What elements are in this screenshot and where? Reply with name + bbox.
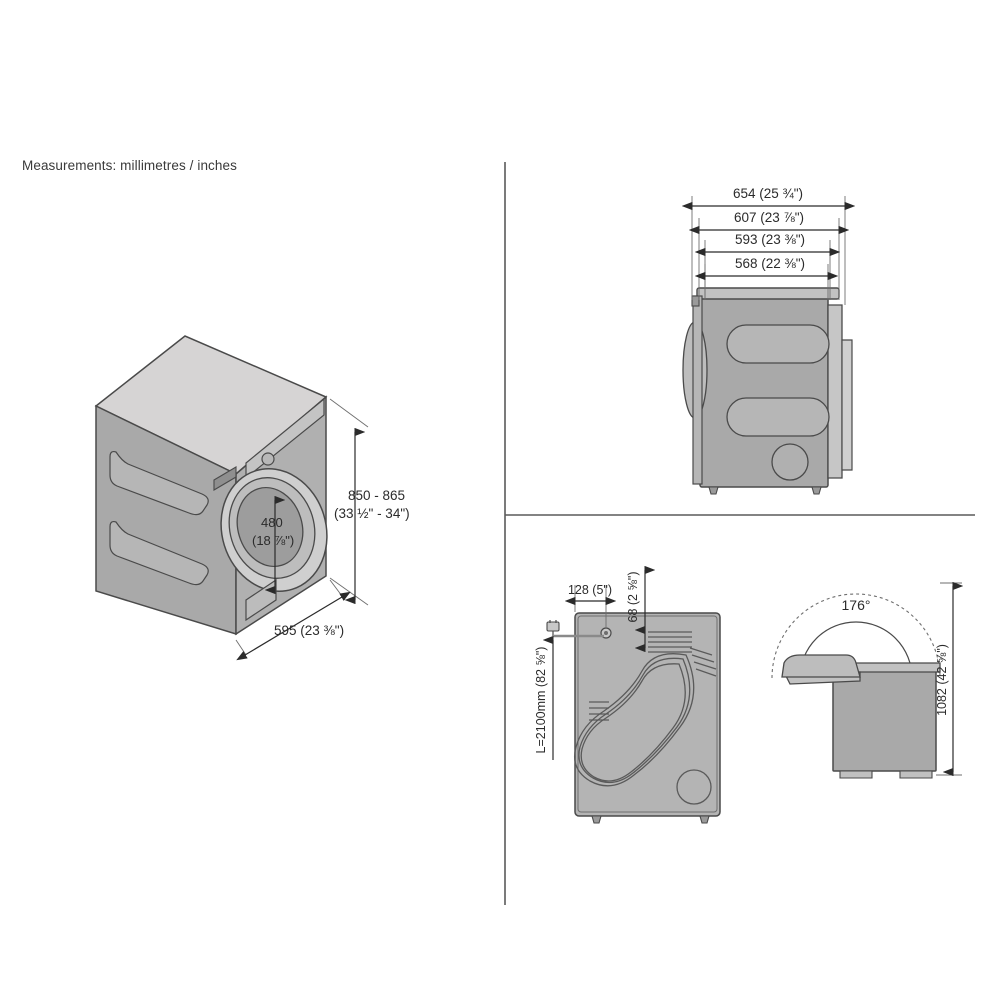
- dimension-open-height: 1082 (42 ⅝"): [935, 581, 964, 777]
- rear-vent-louvers-left: [589, 701, 609, 721]
- rear-panel-view: 128 (5") 68 (2 ⅝") L=2100mm (82 ⅝"): [534, 565, 721, 824]
- side-door-edge: [692, 295, 703, 485]
- rear-vent-louvers-diagonal: [689, 647, 717, 677]
- indentation-upper: [109, 450, 209, 516]
- side-top-lid: [696, 287, 840, 300]
- door-swing-angle-arc: [799, 621, 913, 679]
- control-knob[interactable]: [261, 452, 275, 466]
- ext-line-depth-left: [235, 639, 247, 656]
- door-swing-foot-left: [839, 770, 873, 779]
- rear-drum-outline: [573, 653, 695, 787]
- side-foot-left: [708, 486, 719, 495]
- side-panel-indentations: [109, 450, 209, 586]
- front-vent-slot: [213, 466, 237, 491]
- rear-cord-hole: [604, 631, 608, 635]
- dimension-height: 850 - 865 (33 ½" - 34"): [329, 398, 410, 606]
- dimension-654-label: 654 (25 ¾"): [733, 186, 803, 201]
- side-indentation-upper: [726, 324, 830, 364]
- side-hinge: [691, 295, 700, 307]
- rear-power-plug: [546, 620, 604, 638]
- door-angle-label: 176°: [842, 597, 871, 613]
- dimension-height-value: 850 - 865: [348, 488, 405, 503]
- rear-foot-right: [699, 815, 710, 824]
- side-dimension-stack: 654 (25 ¾") 607 (23 ⅞") 593 (23 ⅜") 568 …: [681, 186, 856, 305]
- rear-vent-louvers-top: [648, 631, 692, 653]
- drum-path-inner: [580, 663, 686, 782]
- side-elevation-view: 654 (25 ¾") 607 (23 ⅞") 593 (23 ⅜") 568 …: [681, 186, 856, 495]
- dimension-568-label: 568 (22 ⅜"): [735, 256, 805, 271]
- side-rear-bulge: [841, 339, 853, 471]
- side-circular-port: [771, 443, 809, 481]
- dimension-1082-label: 1082 (42 ⅝"): [935, 644, 949, 716]
- dimension-depth: 595 (23 ⅜"): [235, 579, 351, 661]
- measurements-caption: Measurements: millimetres / inches: [22, 158, 237, 173]
- side-rear-panel: [827, 304, 843, 479]
- opened-door-leaf-upper: [781, 654, 861, 678]
- dimension-door-value: 480: [261, 515, 283, 530]
- side-indentations: [726, 324, 830, 437]
- dimension-height-imperial: (33 ½" - 34"): [334, 506, 410, 521]
- indentation-lower: [109, 520, 209, 586]
- door-swing-foot-right: [899, 770, 933, 779]
- drum-path-outer: [573, 653, 695, 787]
- drum-path-mid: [578, 657, 691, 784]
- rear-foot-left: [591, 815, 602, 824]
- dimension-593-label: 593 (23 ⅜"): [735, 232, 805, 247]
- dimension-arrow-depth: [236, 591, 351, 661]
- dimension-vent-offset: 68 (2 ⅝"): [626, 565, 656, 653]
- ext-line-height-top: [329, 398, 369, 428]
- dimension-68-label: 68 (2 ⅝"): [626, 572, 640, 623]
- dimension-depth-value: 595 (23 ⅜"): [274, 623, 344, 638]
- plug-body: [546, 621, 560, 632]
- dimension-cord-offset: 128 (5"): [564, 583, 617, 628]
- side-indentation-lower: [726, 397, 830, 437]
- dimension-128-label: 128 (5"): [568, 583, 612, 597]
- dimension-door-opening: 480 (18 ⅞"): [252, 495, 294, 595]
- dimension-cord-length-label: L=2100mm (82 ⅝"): [534, 647, 548, 754]
- dimension-607-label: 607 (23 ⅞"): [734, 210, 804, 225]
- door-swing-view: 176° 1082 (42 ⅝"): [771, 581, 964, 779]
- dimension-cord-length: L=2100mm (82 ⅝"): [534, 635, 554, 760]
- rear-circular-port: [676, 769, 712, 805]
- dimension-door-imperial: (18 ⅞"): [252, 533, 294, 548]
- isometric-appliance-view: 850 - 865 (33 ½" - 34") 595 (23 ⅜") 480 …: [94, 335, 410, 661]
- side-foot-right: [811, 486, 822, 495]
- panel-dividers: [504, 162, 975, 905]
- door-swing-envelope-arc: [771, 593, 941, 679]
